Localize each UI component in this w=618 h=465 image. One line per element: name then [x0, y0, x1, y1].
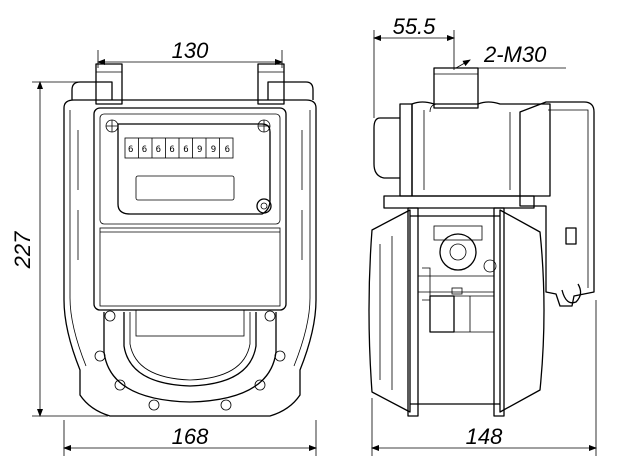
- side-lower-frame: [410, 215, 500, 405]
- reset-button-inner: [260, 202, 268, 210]
- dim-label-55-5: 55.5: [393, 14, 437, 39]
- front-base-plate: [135, 309, 245, 337]
- side-pin: [451, 287, 463, 295]
- screw-cross: [106, 120, 118, 132]
- bolt-icon: [274, 350, 286, 362]
- counter-window-frame: [117, 123, 271, 215]
- side-lower-body: [368, 209, 411, 413]
- side-body-ribs: [379, 236, 393, 390]
- side-diaphragm: [429, 295, 455, 333]
- front-view: 66666996: [10, 38, 317, 456]
- ring-bolts: [94, 310, 286, 411]
- side-small-gear-icon: [483, 259, 497, 273]
- front-body-outline: [63, 81, 317, 417]
- front-lower-ring: [103, 312, 277, 403]
- leader-2-m30: 2-M30: [452, 42, 566, 69]
- counter-digit-dividers: [138, 138, 220, 158]
- side-lower-right-body: [499, 209, 545, 413]
- dim-148: 148: [371, 300, 597, 456]
- front-inner-ring-2: [129, 312, 251, 381]
- side-gear-hub: [449, 243, 467, 261]
- bolt-icon: [220, 399, 232, 411]
- side-mechanism-lines: [418, 267, 494, 301]
- front-inlet-left: [95, 63, 123, 105]
- front-inner-ring: [123, 312, 257, 387]
- dim-label-168: 168: [172, 424, 209, 449]
- side-right-plate: [493, 207, 505, 417]
- side-upper-housing: [411, 101, 551, 197]
- bolt-icon: [104, 310, 116, 322]
- battery-cover: [99, 227, 281, 307]
- side-counter-box: [519, 101, 595, 307]
- bolt-icon: [148, 399, 160, 411]
- side-hook: [561, 283, 582, 304]
- side-housing-detail: [423, 103, 511, 190]
- reset-button-icon: [256, 198, 272, 214]
- thread-label: 2-M30: [483, 42, 547, 67]
- front-body-inner: [69, 110, 311, 367]
- side-middle-plate: [383, 195, 535, 209]
- side-gear-bracket: [433, 225, 483, 241]
- dim-label-227: 227: [10, 231, 35, 269]
- bolt-icon: [264, 310, 276, 322]
- counter-lower-window: [135, 175, 235, 201]
- screw-cross: [258, 120, 270, 132]
- dim-label-148: 148: [466, 424, 503, 449]
- dim-227: 227: [10, 81, 108, 417]
- side-diaphragm-lines: [454, 295, 494, 333]
- side-left-boss: [373, 117, 400, 179]
- bolt-icon: [254, 379, 266, 391]
- side-counter-edge: [548, 109, 589, 288]
- dim-168: 168: [63, 420, 317, 456]
- front-inlet-right: [257, 63, 285, 105]
- bolt-icon: [94, 350, 106, 362]
- dim-55-5: 55.5: [373, 14, 455, 118]
- counter-top-panel: [99, 113, 281, 225]
- side-latch: [565, 227, 577, 245]
- side-view: 55.5 2-M30 148: [368, 14, 597, 456]
- side-left-flange: [399, 103, 413, 197]
- side-gear-icon: [439, 233, 477, 271]
- side-left-plate: [407, 207, 419, 417]
- dim-130: 130: [97, 38, 283, 68]
- dim-label-130: 130: [172, 38, 209, 63]
- bolt-icon: [114, 379, 126, 391]
